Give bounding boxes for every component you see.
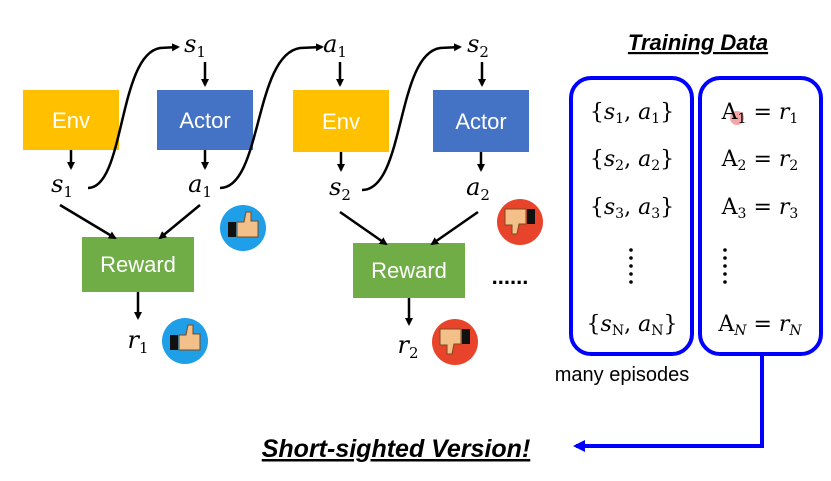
- state-top-1: s1: [184, 30, 206, 61]
- thumbs-down-icon: [497, 199, 543, 245]
- advantage-row-1: A1 = r1: [721, 100, 799, 127]
- advantage-row-3: A3 = r3: [721, 195, 799, 222]
- env-label-2: Env: [322, 109, 360, 134]
- many-episodes-caption: many episodes: [555, 364, 690, 386]
- cursor-highlight: [730, 111, 744, 125]
- action-top-1: a1: [323, 30, 347, 61]
- actor-box-1: [157, 90, 253, 150]
- thumbs-up-icon: [162, 318, 208, 364]
- env-label-1: Env: [52, 108, 90, 133]
- reward-value-1: r1: [127, 326, 148, 357]
- env-box-1: [23, 90, 119, 150]
- reward-value-2: r2: [397, 331, 418, 362]
- reward-box-2: [353, 243, 465, 298]
- actor-box-2: [433, 90, 529, 152]
- actor-label-1: Actor: [179, 108, 230, 133]
- pair-row-3: {s3, a3}: [590, 195, 674, 222]
- thumbs-down-icon: [432, 319, 478, 365]
- state-top-2: s2: [467, 30, 489, 61]
- advantages-vertical-dots: [723, 248, 727, 284]
- reward-label-1: Reward: [100, 252, 176, 277]
- pair-row-1: {s1, a1}: [590, 100, 674, 127]
- state-bottom-2: s2: [329, 173, 351, 204]
- state-bottom-1: s1: [51, 170, 73, 201]
- reward-label-2: Reward: [371, 258, 447, 283]
- pair-row-2: {s2, a2}: [590, 147, 674, 174]
- action-bottom-1: a1: [188, 170, 212, 201]
- action-bottom-2: a2: [466, 173, 490, 204]
- actor-label-2: Actor: [455, 109, 506, 134]
- pair-row-n: {sN, aN}: [587, 312, 678, 339]
- short-sighted-footer: Short-sighted Version!: [262, 435, 531, 463]
- pairs-vertical-dots: [629, 248, 633, 284]
- reward-box-1: [82, 237, 194, 292]
- training-data-heading: Training Data: [628, 30, 768, 55]
- thumbs-up-icon: [220, 205, 266, 251]
- episode-ellipsis: ......: [492, 264, 529, 289]
- advantage-row-n: AN = rN: [717, 312, 802, 339]
- advantage-row-2: A2 = r2: [721, 147, 799, 174]
- env-box-2: [293, 90, 389, 152]
- pairs-bracket: [569, 76, 694, 356]
